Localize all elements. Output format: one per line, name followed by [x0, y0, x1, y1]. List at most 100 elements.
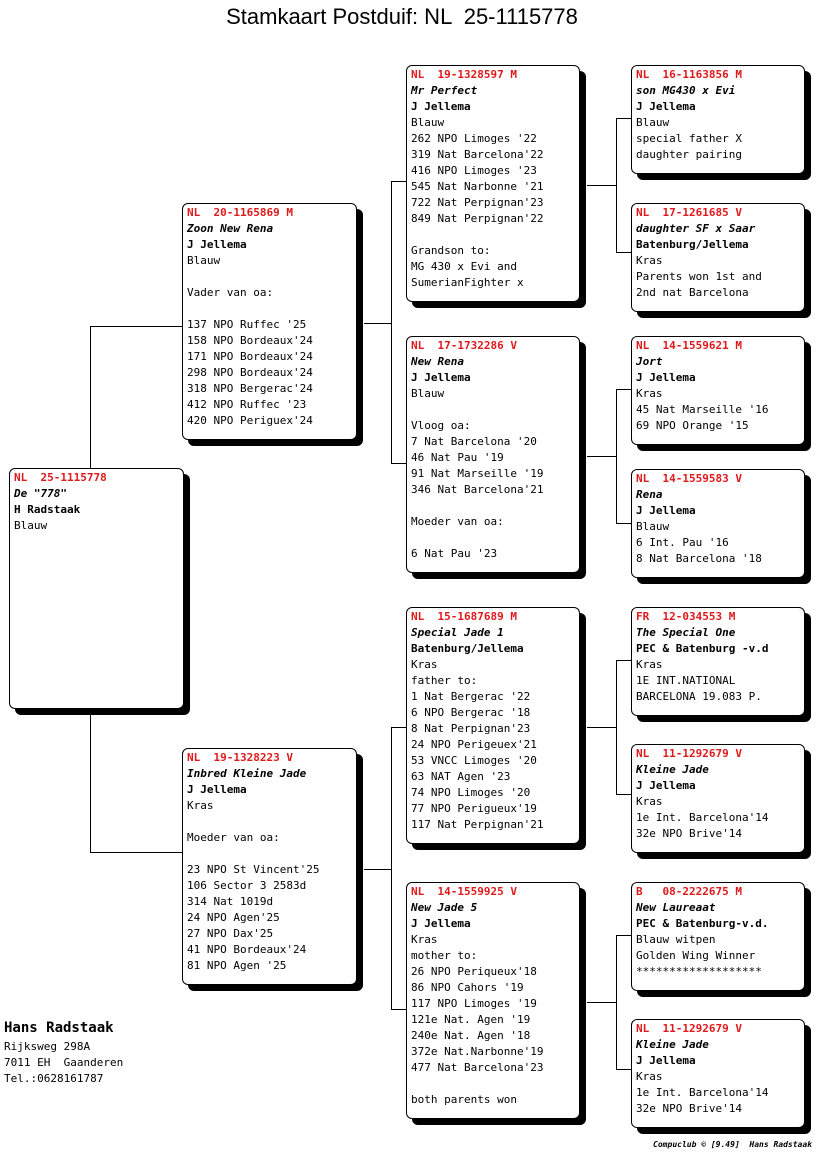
info-line: 171 NPO Bordeaux'24	[187, 350, 313, 363]
info-line: both parents won	[411, 1093, 517, 1106]
breeder-name: H Radstaak	[14, 503, 81, 516]
info-line: Blauw witpen	[636, 933, 716, 946]
info-line: 420 NPO Periguex'24	[187, 414, 313, 427]
info-line: 53 VNCC Limoges '20	[411, 754, 537, 767]
connector	[616, 389, 617, 523]
breeder-name: J Jellema	[411, 917, 471, 930]
connector	[391, 181, 406, 182]
pigeon-name: Kleine Jade	[636, 763, 709, 776]
info-line: 2nd nat Barcelona	[636, 286, 749, 299]
pigeon-name: The Special One	[636, 626, 736, 639]
breeder-name: Batenburg/Jellema	[411, 642, 524, 655]
info-line	[187, 814, 353, 830]
breeder-name: J Jellema	[636, 504, 696, 517]
breeder-name: J Jellema	[187, 238, 247, 251]
info-line: Moeder van oa:	[187, 831, 280, 844]
pigeon-name: Inbred Kleine Jade	[187, 767, 307, 780]
breeder-name: J Jellema	[636, 1054, 696, 1067]
info-line: 1E INT.NATIONAL	[636, 674, 736, 687]
info-line: 63 NAT Agen '23	[411, 770, 511, 783]
info-line: 24 NPO Perigeuex'21	[411, 738, 537, 751]
pigeon-name: Jort	[636, 355, 663, 368]
pigeon-name: Special Jade 1	[411, 626, 504, 639]
info-line: 117 NPO Limoges '19	[411, 997, 537, 1010]
ring-number: B 08-2222675 M	[636, 885, 742, 898]
info-line: Kras	[411, 933, 438, 946]
ring-number: NL 19-1328223 V	[187, 751, 293, 764]
pigeon-name: New Jade 5	[411, 901, 478, 914]
info-line: 7 Nat Barcelona '20	[411, 435, 537, 448]
connector	[587, 456, 616, 457]
ring-number: NL 11-1292679 V	[636, 747, 742, 760]
owner-address-line: Rijksweg 298A	[4, 1040, 91, 1053]
info-line: MG 430 x Evi and	[411, 260, 517, 273]
info-line: Vloog oa:	[411, 419, 471, 432]
connector	[616, 118, 631, 119]
ring-number: NL 17-1732286 V	[411, 339, 517, 352]
info-line: Kras	[636, 795, 663, 808]
info-line: Blauw	[411, 116, 445, 129]
ring-number: NL 17-1261685 V	[636, 206, 742, 219]
info-line: 46 Nat Pau '19	[411, 451, 504, 464]
info-line	[411, 402, 576, 418]
info-line: 81 NPO Agen '25	[187, 959, 287, 972]
info-line: Blauw	[636, 116, 670, 129]
connector	[616, 389, 631, 390]
ring-number: FR 12-034553 M	[636, 610, 736, 623]
connector	[90, 852, 182, 853]
info-line: 26 NPO Periqueux'18	[411, 965, 537, 978]
connector	[616, 660, 631, 661]
info-line: 32e NPO Brive'14	[636, 827, 742, 840]
owner-block: Hans Radstaak Rijksweg 298A 7011 EH Gaan…	[4, 1017, 123, 1087]
pigeon-name: Mr Perfect	[411, 84, 478, 97]
info-line: BARCELONA 19.083 P.	[636, 690, 762, 703]
info-line	[187, 301, 353, 317]
pigeon-name: son MG430 x Evi	[636, 84, 736, 97]
info-line: Blauw	[636, 520, 670, 533]
info-line: 372e Nat.Narbonne'19	[411, 1045, 544, 1058]
connector	[364, 323, 391, 324]
connector	[90, 326, 182, 327]
info-line: Kras	[636, 1070, 663, 1083]
connector	[391, 727, 392, 1009]
breeder-name: PEC & Batenburg-v.d.	[636, 917, 769, 930]
breeder-name: J Jellema	[187, 783, 247, 796]
info-line: 314 Nat 1019d	[187, 895, 274, 908]
info-line: 1e Int. Barcelona'14	[636, 811, 769, 824]
info-line: special father X	[636, 132, 742, 145]
info-line: Blauw	[411, 387, 445, 400]
info-line	[411, 1076, 576, 1092]
ring-number: NL 25-1115778	[14, 471, 107, 484]
pigeon-card-mother: NL 19-1328223 V Inbred Kleine Jade J Jelle…	[182, 748, 357, 985]
info-line: 137 NPO Ruffec '25	[187, 318, 307, 331]
info-line: Blauw	[14, 519, 48, 532]
info-line: 318 NPO Bergerac'24	[187, 382, 313, 395]
info-line: Moeder van oa:	[411, 515, 504, 528]
info-line: 32e NPO Brive'14	[636, 1102, 742, 1115]
connector	[616, 118, 617, 252]
pigeon-name: De "778"	[14, 487, 67, 500]
info-line: 69 NPO Orange '15	[636, 419, 749, 432]
info-line: 24 NPO Agen'25	[187, 911, 280, 924]
ring-number: NL 14-1559621 M	[636, 339, 742, 352]
info-line	[411, 498, 576, 514]
info-line	[187, 846, 353, 862]
pigeon-name: New Laureaat	[636, 901, 716, 914]
connector	[587, 1002, 616, 1003]
info-line: 1e Int. Barcelona'14	[636, 1086, 769, 1099]
info-line: Kras	[636, 658, 663, 671]
connector	[364, 869, 391, 870]
info-line: 319 Nat Barcelona'22	[411, 148, 544, 161]
breeder-name: J Jellema	[636, 371, 696, 384]
info-line: 121e Nat. Agen '19	[411, 1013, 531, 1026]
info-line: 722 Nat Perpignan'23	[411, 196, 544, 209]
connector	[616, 1069, 631, 1070]
ring-number: NL 19-1328597 M	[411, 68, 517, 81]
breeder-name: J Jellema	[411, 100, 471, 113]
ring-number: NL 14-1559925 V	[411, 885, 517, 898]
